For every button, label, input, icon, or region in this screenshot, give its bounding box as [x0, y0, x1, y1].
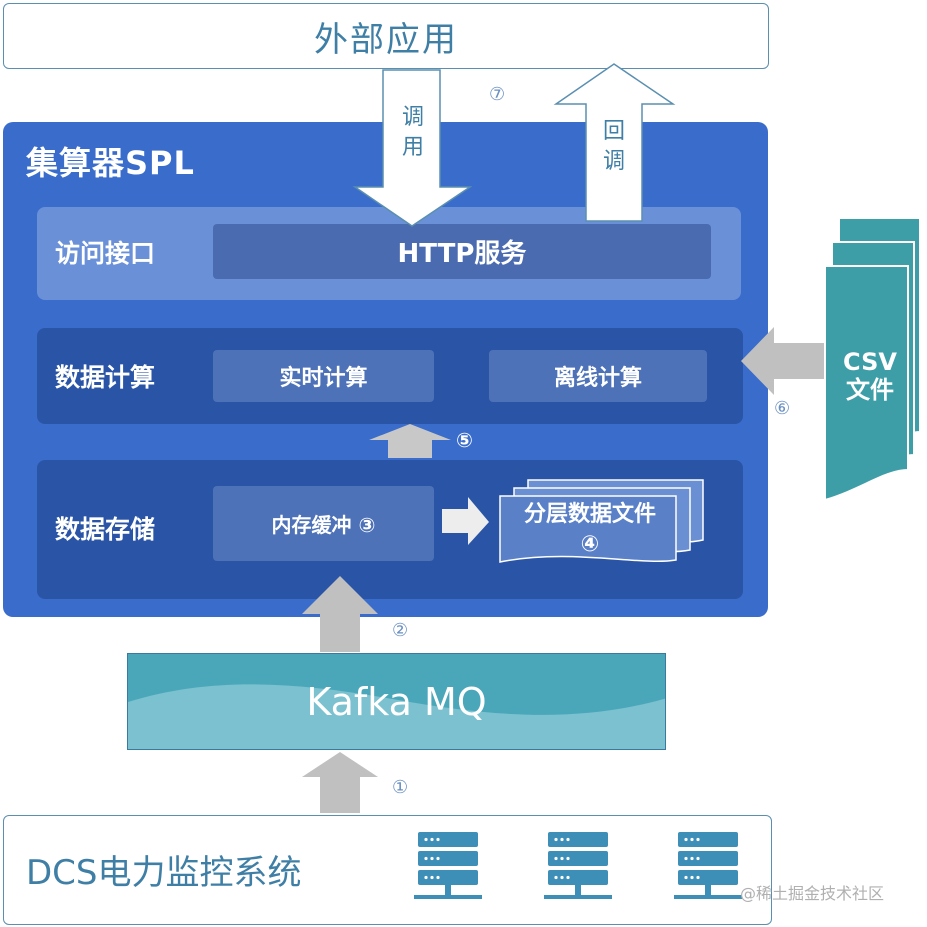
- csv-file-icon: [824, 217, 921, 502]
- step-5-label: ⑤: [456, 428, 473, 452]
- step-1-label: ①: [392, 777, 409, 798]
- up-arrow-icon: [302, 752, 378, 813]
- external-app-label: 外部应用: [314, 19, 458, 60]
- call-label-2: 用: [401, 135, 424, 160]
- layered-files-icon: [499, 479, 704, 563]
- step-6-label: ⑥: [774, 398, 791, 419]
- realtime-compute-box: 实时计算: [213, 350, 434, 402]
- server-icon: [414, 832, 482, 899]
- server-icon: [674, 832, 742, 899]
- memory-buffer-box: 内存缓冲 ③: [213, 486, 434, 561]
- callback-label-1: 回: [602, 119, 625, 144]
- up-arrow-icon: [302, 576, 378, 652]
- external-app-box: 外部应用: [3, 3, 769, 69]
- callback-arrow-icon: [553, 63, 676, 222]
- dcs-label: DCS电力监控系统: [26, 853, 302, 893]
- kafka-box: [127, 653, 666, 750]
- http-service-label: HTTP服务: [397, 239, 527, 269]
- csv-label: CSV 文件: [832, 348, 908, 404]
- up-arrow-icon: [369, 424, 451, 458]
- watermark: @稀土掘金技术社区: [740, 884, 885, 903]
- call-label-1: 调: [401, 105, 424, 130]
- server-icon: [544, 832, 612, 899]
- right-arrow-icon: [442, 497, 489, 545]
- csv-label-2: 文件: [846, 376, 894, 404]
- layered-files-label-1: 分层数据文件: [523, 502, 656, 527]
- offline-compute-box: 离线计算: [489, 350, 707, 402]
- storage-layer-label: 数据存储: [55, 515, 156, 544]
- spl-title: 集算器SPL: [26, 144, 195, 182]
- callback-label-2: 调: [602, 149, 625, 174]
- compute-layer-label: 数据计算: [55, 363, 156, 392]
- http-service-box: HTTP服务: [213, 224, 711, 279]
- offline-compute-label: 离线计算: [553, 366, 642, 391]
- kafka-label: Kafka MQ: [306, 679, 487, 724]
- memory-buffer-label: 内存缓冲 ③: [271, 513, 376, 537]
- realtime-compute-label: 实时计算: [279, 366, 368, 391]
- left-arrow-icon: [741, 327, 826, 395]
- call-arrow-icon: [352, 69, 473, 227]
- callback-label: 回 调: [602, 117, 626, 177]
- layered-files-label-2: ④: [580, 532, 600, 557]
- call-label: 调 用: [401, 103, 425, 163]
- step-2-label: ②: [392, 620, 409, 641]
- access-layer-label: 访问接口: [55, 239, 156, 268]
- layered-files-label: 分层数据文件 ④: [500, 500, 680, 560]
- dcs-box: [3, 815, 772, 925]
- step-7-label: ⑦: [489, 84, 506, 105]
- csv-label-1: CSV: [843, 348, 897, 376]
